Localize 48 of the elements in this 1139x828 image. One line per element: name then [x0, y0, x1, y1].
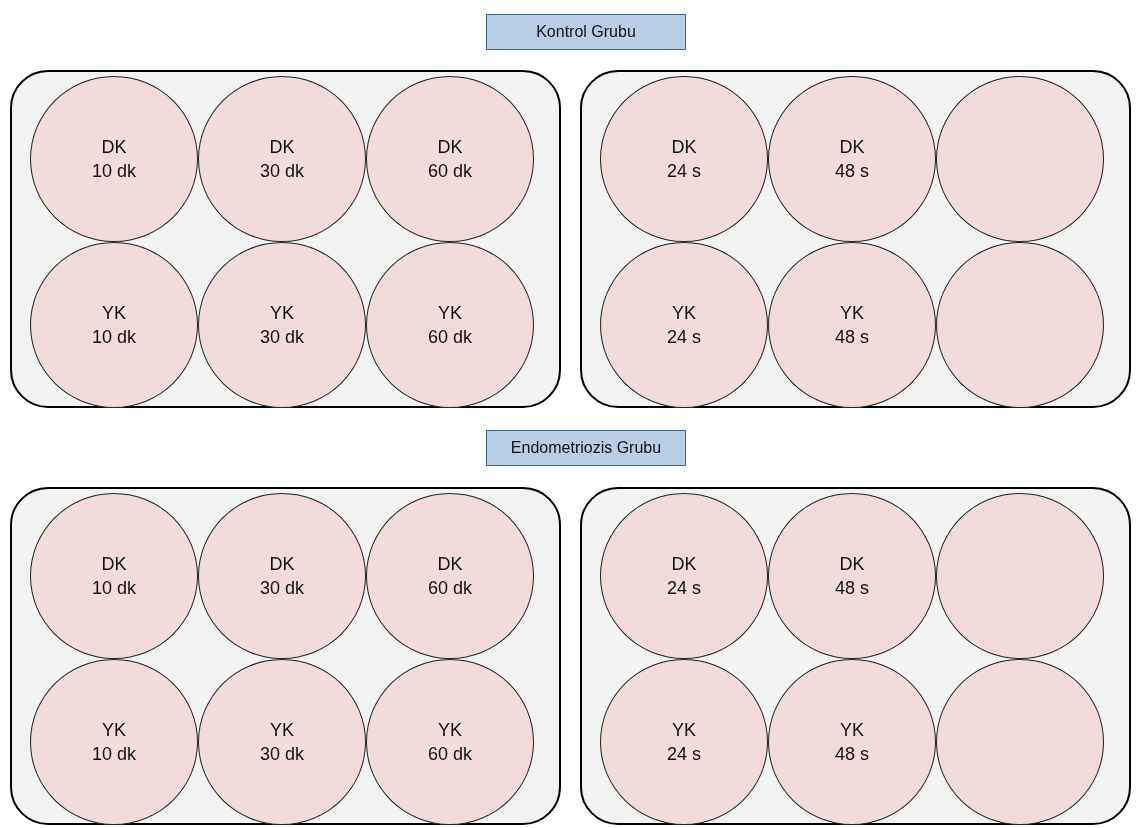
well-label: 24 s [667, 326, 701, 349]
well-label: YK [102, 718, 126, 742]
well-label: 24 s [667, 743, 701, 766]
well-label: YK [438, 718, 462, 742]
well-label: DK [101, 135, 127, 159]
well-plate [10, 487, 561, 825]
group-title: Kontrol Grubu [536, 23, 636, 41]
well-label: DK [839, 135, 865, 159]
well-label: 60 dk [427, 743, 472, 766]
well-plate [580, 70, 1131, 408]
well-label: 60 dk [427, 326, 472, 349]
well-label: DK [671, 552, 697, 576]
well-label: 30 dk [259, 326, 304, 349]
well-label: 10 dk [91, 577, 136, 600]
well-label: DK [437, 135, 463, 159]
well-label: DK [671, 135, 697, 159]
group-title-box [486, 430, 686, 466]
well-label: YK [840, 301, 864, 325]
well-label: DK [437, 552, 463, 576]
well-label: YK [270, 718, 294, 742]
group-title: Endometriozis Grubu [510, 439, 662, 457]
well-label: 30 dk [259, 743, 304, 766]
well-label: DK [839, 552, 865, 576]
well-label: 24 s [667, 577, 701, 600]
well-plate [10, 70, 561, 408]
well-label: 60 dk [427, 577, 472, 600]
group-title-box [486, 14, 686, 50]
well-label: 10 dk [91, 160, 136, 183]
well-label: DK [269, 135, 295, 159]
well-label: YK [672, 718, 696, 742]
well-label: 30 dk [259, 160, 304, 183]
well-label: YK [672, 301, 696, 325]
well-label: DK [101, 552, 127, 576]
well-label: 48 s [835, 326, 869, 349]
well-label: 30 dk [259, 577, 304, 600]
well-label: YK [438, 301, 462, 325]
well-label: 48 s [835, 160, 869, 183]
well-label: 10 dk [91, 743, 136, 766]
well-label: 60 dk [427, 160, 472, 183]
well-label: DK [269, 552, 295, 576]
well-label: YK [102, 301, 126, 325]
well-plate [580, 487, 1131, 825]
well-label: 48 s [835, 577, 869, 600]
well-label: YK [270, 301, 294, 325]
well-label: 24 s [667, 160, 701, 183]
well-label: 10 dk [91, 326, 136, 349]
well-label: YK [840, 718, 864, 742]
well-label: 48 s [835, 743, 869, 766]
